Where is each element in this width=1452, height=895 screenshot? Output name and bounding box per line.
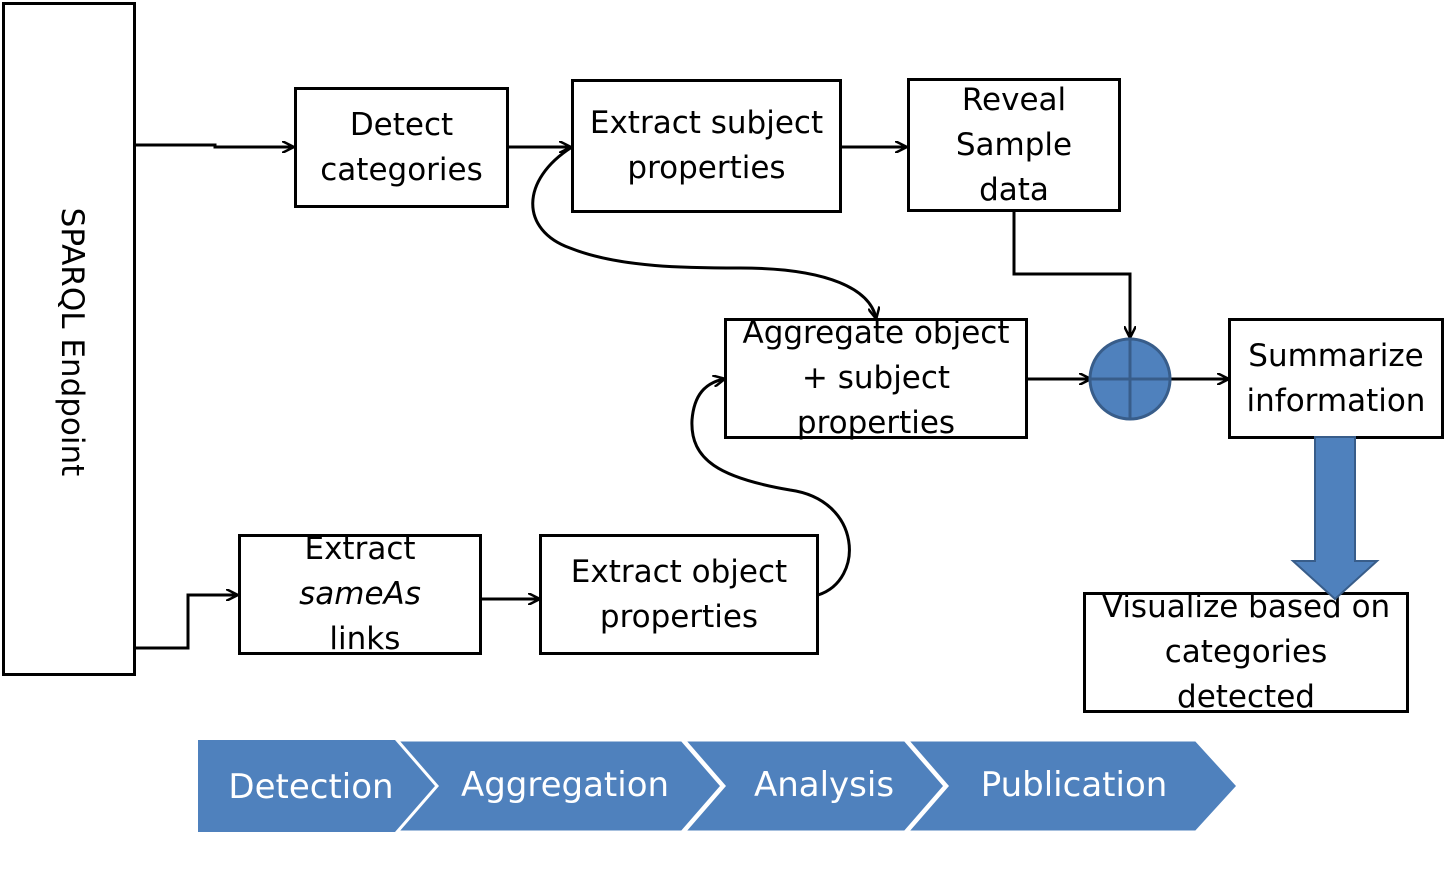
sparql-endpoint-label: SPARQL Endpoint — [54, 207, 90, 477]
arrow-endpoint-to-sameas — [136, 595, 237, 650]
detect-categories-box: Detect categories — [294, 87, 509, 208]
reveal-sample-line-2: Sample — [955, 126, 1073, 163]
reveal-sample-data-box: Reveal Sample data — [907, 78, 1121, 212]
summarize-line-2: information — [1246, 382, 1426, 419]
reveal-sample-line-1: Reveal — [961, 81, 1067, 118]
phase-label-detection: Detection — [228, 767, 394, 807]
phase-chevron-analysis — [680, 738, 947, 834]
phase-label-analysis: Analysis — [753, 765, 895, 805]
aggregate-line-3: properties — [796, 405, 956, 441]
arrow-endpoint-to-detect — [136, 145, 293, 147]
phase-label-aggregation: Aggregation — [460, 765, 670, 805]
extract-sameas-line-2: sameAs links — [299, 572, 421, 662]
extract-object-line-2: properties — [599, 598, 759, 635]
extract-subject-properties-box: Extract subject properties — [571, 79, 842, 213]
summarize-information-box: Summarize information — [1228, 318, 1444, 439]
extract-object-properties-box: Extract object properties — [539, 534, 819, 655]
extract-subject-line-1: Extract subject — [589, 105, 824, 141]
sparql-endpoint-box: SPARQL Endpoint — [2, 2, 136, 676]
arrow-reveal-to-combiner — [1012, 210, 1130, 337]
down-arrow-icon — [1290, 436, 1380, 601]
extract-object-line-1: Extract object — [570, 553, 788, 590]
extract-subject-line-2: properties — [627, 150, 786, 186]
aggregate-line-2: + subject — [801, 360, 951, 396]
curve-object-to-aggregate — [690, 379, 851, 597]
detect-categories-line-1: Detect — [349, 106, 454, 143]
phase-label-publication: Publication — [980, 765, 1168, 805]
extract-sameas-links-box: Extract sameAs links — [238, 531, 482, 657]
phase-bar — [198, 738, 1241, 834]
visualize-line-2: categories — [1164, 634, 1328, 670]
visualize-line-1: Visualize based on — [1101, 589, 1391, 625]
extract-sameas-line-1: Extract — [304, 531, 416, 567]
reveal-sample-line-3: data — [979, 171, 1049, 208]
visualize-categories-box: Visualize based on categories detected — [1083, 589, 1409, 715]
aggregate-properties-box: Aggregate object + subject properties — [724, 315, 1028, 441]
combine-node — [1088, 337, 1172, 421]
curve-detect-to-aggregate — [531, 145, 876, 318]
summarize-line-1: Summarize — [1248, 337, 1424, 374]
aggregate-line-1: Aggregate object — [742, 315, 1010, 351]
phase-chevron-publication — [903, 738, 1241, 834]
visualize-line-3: detected — [1177, 679, 1315, 715]
phase-chevron-detection — [198, 740, 440, 832]
sameas-links-word: links — [319, 621, 401, 657]
detect-categories-line-2: categories — [320, 151, 483, 188]
sameas-italic-term: sameAs — [299, 576, 421, 612]
phase-chevron-aggregation — [393, 738, 724, 834]
